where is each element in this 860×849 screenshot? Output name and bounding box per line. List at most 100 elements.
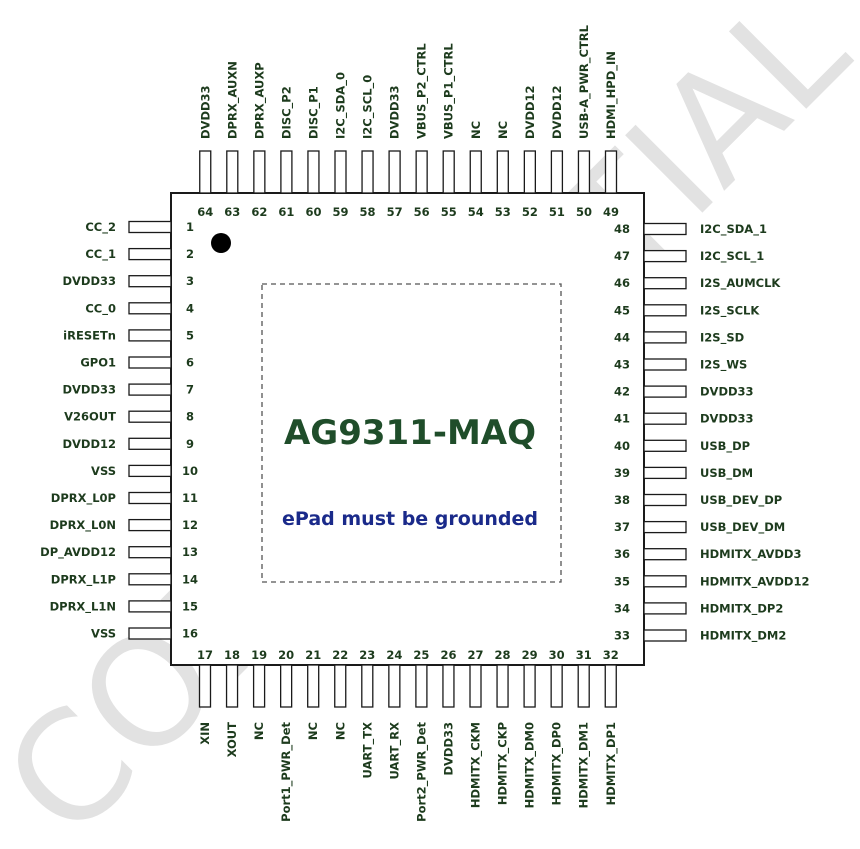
pin-51 (550, 150, 564, 194)
pin-61 (280, 150, 293, 194)
pin-25-number: 25 (413, 648, 429, 662)
pin-41 (643, 412, 687, 425)
pin-28-label: HDMITX_CKP (496, 722, 511, 805)
pin-18 (225, 664, 239, 708)
pin-20 (279, 664, 293, 708)
pin-56-number: 56 (414, 205, 430, 219)
pin-9-label: DVDD12 (62, 437, 116, 451)
pin-39 (643, 466, 687, 480)
pin-2-label: CC_1 (85, 247, 116, 262)
pin-27 (469, 664, 482, 708)
pin-13-number: 13 (182, 545, 198, 559)
pin-48-number: 48 (614, 222, 630, 236)
chip-body (170, 192, 645, 666)
pin-59-label: I2C_SDA_0 (334, 72, 349, 139)
pin-12-number: 12 (182, 518, 198, 532)
pin-19 (252, 664, 266, 708)
pin-15 (128, 600, 172, 613)
pin-17-label: XIN (198, 722, 212, 745)
pin-15-label: DPRX_L1N (50, 599, 116, 614)
pin-36-number: 36 (614, 547, 630, 561)
pin-29-number: 29 (522, 648, 538, 662)
pin-10-number: 10 (182, 464, 198, 478)
pin-21-label: NC (306, 722, 320, 740)
pin-36-label: HDMITX_AVDD3 (700, 547, 801, 562)
pin-33 (643, 629, 687, 642)
pin-17-number: 17 (197, 648, 213, 662)
pin-55-number: 55 (441, 205, 457, 219)
pin-3-label: DVDD33 (62, 274, 116, 288)
pin-14 (128, 573, 172, 586)
pin-58-label: I2C_SCL_0 (361, 75, 376, 139)
pin-8-number: 8 (186, 410, 194, 424)
pin-31 (577, 664, 590, 708)
pin-3 (128, 275, 172, 288)
pin-32-label: HDMITX_DP1 (604, 722, 619, 805)
pin-7-number: 7 (186, 383, 194, 397)
pin-42-number: 42 (614, 385, 630, 399)
pin-13-label: DP_AVDD12 (40, 545, 116, 560)
epad-outline (261, 283, 562, 583)
pin-41-number: 41 (614, 412, 630, 426)
pin-37 (643, 520, 687, 534)
pin-49-number: 49 (603, 205, 619, 219)
pin-46-number: 46 (614, 276, 630, 290)
pin-46 (643, 277, 687, 290)
pin-51-number: 51 (549, 205, 565, 219)
pin-44-number: 44 (614, 330, 630, 344)
pin-19-number: 19 (251, 648, 267, 662)
pin-47-number: 47 (614, 249, 630, 263)
pin-10 (128, 464, 172, 478)
pin-42-label: DVDD33 (700, 385, 754, 399)
pin-26-number: 26 (440, 648, 456, 662)
pin-32 (604, 664, 617, 708)
pin-23 (361, 664, 374, 708)
pin-23-number: 23 (359, 648, 375, 662)
pin-35 (643, 575, 687, 588)
pin-63-label: DPRX_AUXN (225, 61, 240, 139)
pin-44 (643, 331, 687, 344)
pin-64 (199, 150, 212, 194)
pin-38 (643, 493, 687, 507)
pin-28-number: 28 (495, 648, 511, 662)
pin-49 (604, 150, 618, 194)
pin-24-number: 24 (386, 648, 402, 662)
pin-50-number: 50 (576, 205, 592, 219)
pin-14-number: 14 (182, 572, 198, 586)
pin-16 (128, 627, 172, 640)
pin-54-label: NC (469, 121, 483, 139)
pin1-marker-dot (211, 233, 231, 253)
pin-9-number: 9 (186, 437, 194, 451)
pin-50 (577, 150, 591, 194)
pin-30-label: HDMITX_DP0 (550, 722, 565, 805)
pin-40-number: 40 (614, 439, 630, 453)
pin-52-label: DVDD12 (523, 85, 537, 139)
pin-31-number: 31 (576, 648, 592, 662)
pin-11-label: DPRX_L0P (51, 491, 116, 506)
pin-7 (128, 383, 172, 396)
pin-8-label: V26OUT (64, 410, 116, 424)
pin-5-label: iRESETn (63, 328, 116, 342)
pin-1-number: 1 (186, 220, 194, 234)
pin-45-label: I2S_SCLK (700, 303, 760, 318)
pin-60-label: DISC_P1 (306, 86, 321, 139)
pin-6-number: 6 (186, 356, 194, 370)
pin-4 (128, 302, 172, 315)
pin-20-number: 20 (278, 648, 294, 662)
pin-4-number: 4 (186, 301, 194, 315)
pin-47 (643, 249, 687, 263)
pin-7-label: DVDD33 (62, 383, 116, 397)
pin-13 (128, 546, 172, 559)
pin-10-label: VSS (91, 464, 116, 478)
pin-57-label: DVDD33 (388, 85, 402, 139)
pin-64-label: DVDD33 (198, 85, 212, 139)
pin-60-number: 60 (305, 205, 321, 219)
pin-63 (226, 150, 239, 194)
pin-19-label: NC (252, 722, 266, 740)
pin-59 (334, 150, 347, 194)
pin-44-label: I2S_SD (700, 330, 744, 345)
pin-45 (643, 304, 687, 317)
pin-37-label: USB_DEV_DM (700, 520, 785, 535)
pin-54 (469, 150, 482, 194)
